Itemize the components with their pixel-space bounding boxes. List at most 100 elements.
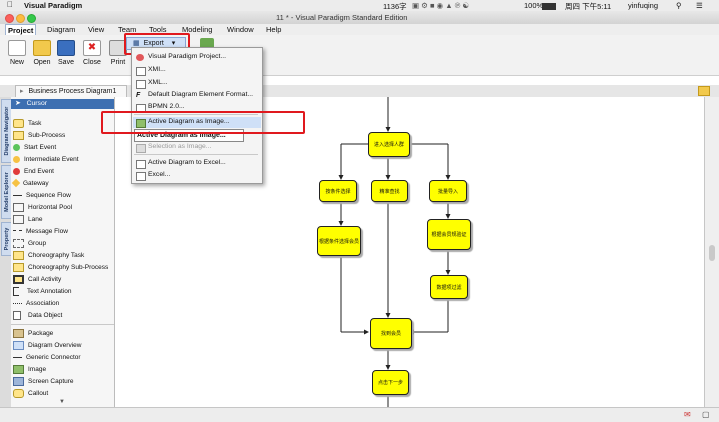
status-icons[interactable]: ▣ ⚙ ■ ◉ ▲ ℗ ☯ (412, 1, 470, 10)
palette-item-sub-process[interactable]: Sub-Process (13, 130, 65, 141)
open-label: Open (33, 59, 51, 66)
connector-layer (338, 97, 451, 407)
menu-item-excel[interactable]: Excel... (148, 171, 171, 178)
apple-icon[interactable]:  (7, 0, 13, 9)
menu-separator (134, 154, 258, 155)
menu-help[interactable]: Help (266, 25, 282, 34)
node-next-step[interactable]: 点击下一步 (372, 370, 409, 395)
menu-project[interactable]: Project (5, 24, 37, 36)
save-button[interactable]: Save (55, 40, 77, 66)
scrollbar-thumb[interactable] (709, 245, 715, 261)
node-enter-crowd[interactable]: 进入选择人群 (368, 132, 410, 157)
palette-item-start-event[interactable]: Start Event (13, 142, 56, 153)
search-icon[interactable]: ⚲ (676, 1, 682, 10)
vertical-scrollbar[interactable] (704, 97, 719, 407)
palette-item-cursor[interactable]: ➤ Cursor (11, 99, 114, 109)
menu-diagram[interactable]: Diagram (47, 25, 76, 34)
folder-icon (33, 40, 51, 56)
excel-icon (136, 160, 146, 169)
palette-item-gateway[interactable]: Gateway (11, 178, 49, 189)
palette-item-choreography-task[interactable]: Choreography Task (13, 250, 84, 261)
input-count: 1136字 (383, 2, 407, 11)
palette-item-choreography-sub-process[interactable]: Choreography Sub-Process (13, 262, 108, 273)
menu-window[interactable]: Window (227, 25, 254, 34)
node-select-by-condition[interactable]: 根据条件选择会员 (317, 226, 361, 256)
menu-separator (134, 114, 258, 115)
format-icon: F (136, 92, 141, 99)
new-label: New (9, 59, 24, 66)
window-titlebar: 11 * - Visual Paradigm Standard Edition (0, 11, 719, 25)
save-label: Save (58, 59, 74, 66)
app-name[interactable]: Visual Paradigm (24, 1, 83, 10)
mail-icon[interactable]: ✉ (684, 410, 691, 419)
minimize-window-button[interactable] (16, 14, 25, 23)
menu-view[interactable]: View (88, 25, 105, 34)
close-icon: ✖ (83, 40, 101, 56)
palette-item-data-object[interactable]: Data Object (13, 310, 62, 321)
open-button[interactable]: Open (31, 40, 53, 66)
scroll-down-icon[interactable]: ▼ (59, 399, 65, 405)
clock[interactable]: 周四 下午5:11 (565, 2, 612, 11)
menu-item-active-image-highlight (133, 117, 261, 128)
palette-item-association[interactable]: Association (13, 298, 59, 309)
menu-item-selection-image: Selection as Image... (148, 143, 212, 150)
selection-image-icon (136, 144, 146, 153)
image-icon (136, 119, 146, 128)
battery-text: 100% (524, 1, 544, 10)
menu-item-default-format[interactable]: Default Diagram Element Format... (148, 91, 254, 98)
menu-item-active-diagram-image[interactable]: Active Diagram as Image... (148, 118, 230, 125)
palette-item-sequence-flow[interactable]: Sequence Flow (13, 190, 71, 201)
palette-item-screen-capture[interactable]: Screen Capture (13, 376, 74, 387)
status-bar: ✉ ▢ (0, 407, 719, 422)
palette-item-intermediate-event[interactable]: Intermediate Event (13, 154, 79, 165)
palette-item-generic-connector[interactable]: Generic Connector (13, 352, 81, 363)
print-label: Print (110, 59, 126, 66)
battery-icon (542, 3, 556, 10)
palette-item-diagram-overview[interactable]: Diagram Overview (13, 340, 81, 351)
diagram-palette: ➤ Cursor Task Sub-Process Start Event In… (11, 97, 115, 407)
notification-icon[interactable]: ☰ (696, 1, 703, 10)
palette-item-callout[interactable]: Callout (13, 388, 48, 399)
folder-icon[interactable] (698, 86, 710, 96)
resize-icon[interactable]: ▢ (702, 410, 710, 419)
menu-item-bpmn[interactable]: BPMN 2.0... (148, 103, 185, 110)
palette-item-message-flow[interactable]: Message Flow (13, 226, 68, 237)
xmi-icon (136, 67, 146, 76)
menu-item-xml[interactable]: XML... (148, 79, 168, 86)
menu-item-active-to-excel[interactable]: Active Diagram to Excel... (148, 159, 226, 166)
export-menu: Visual Paradigm Project... XMI... XML...… (131, 47, 263, 184)
node-find-member[interactable]: 找到会员 (370, 318, 412, 349)
palette-item-package[interactable]: Package (13, 328, 53, 339)
close-button[interactable]: ✖ Close (81, 40, 103, 66)
vp-project-icon (136, 54, 144, 61)
palette-item-group[interactable]: Group (13, 238, 46, 249)
new-button[interactable]: New (6, 40, 28, 66)
node-precise-search[interactable]: 精准查找 (371, 180, 408, 202)
palette-item-end-event[interactable]: End Event (13, 166, 54, 177)
zoom-window-button[interactable] (27, 14, 36, 23)
user-name[interactable]: yinfuqing (628, 1, 659, 10)
palette-item-task[interactable]: Task (13, 118, 41, 129)
node-data-filter[interactable]: 数据项过滤 (430, 275, 468, 299)
app-menubar: Project Diagram View Team Tools Modeling… (0, 24, 719, 36)
menu-modeling[interactable]: Modeling (182, 25, 213, 34)
menu-tools[interactable]: Tools (149, 25, 167, 34)
chevron-down-icon: ▾ (171, 40, 176, 47)
menu-item-vp-project[interactable]: Visual Paradigm Project... (148, 53, 227, 60)
excel-icon (136, 172, 146, 181)
menu-item-xmi[interactable]: XMI... (148, 66, 166, 73)
palette-item-horizontal-pool[interactable]: Horizontal Pool (13, 202, 72, 213)
node-batch-import[interactable]: 批量导入 (429, 180, 467, 202)
export-label: Export (143, 40, 164, 47)
palette-item-lane[interactable]: Lane (13, 214, 42, 225)
close-window-button[interactable] (5, 14, 14, 23)
tab-label: Business Process Diagram1 (28, 88, 117, 95)
palette-item-call-activity[interactable]: Call Activity (13, 274, 61, 285)
palette-item-text-annotation[interactable]: Text Annotation (13, 286, 71, 297)
menu-team[interactable]: Team (118, 25, 137, 34)
xml-icon (136, 80, 146, 89)
palette-item-image[interactable]: Image (13, 364, 46, 375)
window-title: 11 * - Visual Paradigm Standard Edition (276, 13, 408, 22)
node-by-condition[interactable]: 按条件选择 (319, 180, 357, 202)
node-member-verify[interactable]: 根据会员规验证 (427, 219, 471, 250)
